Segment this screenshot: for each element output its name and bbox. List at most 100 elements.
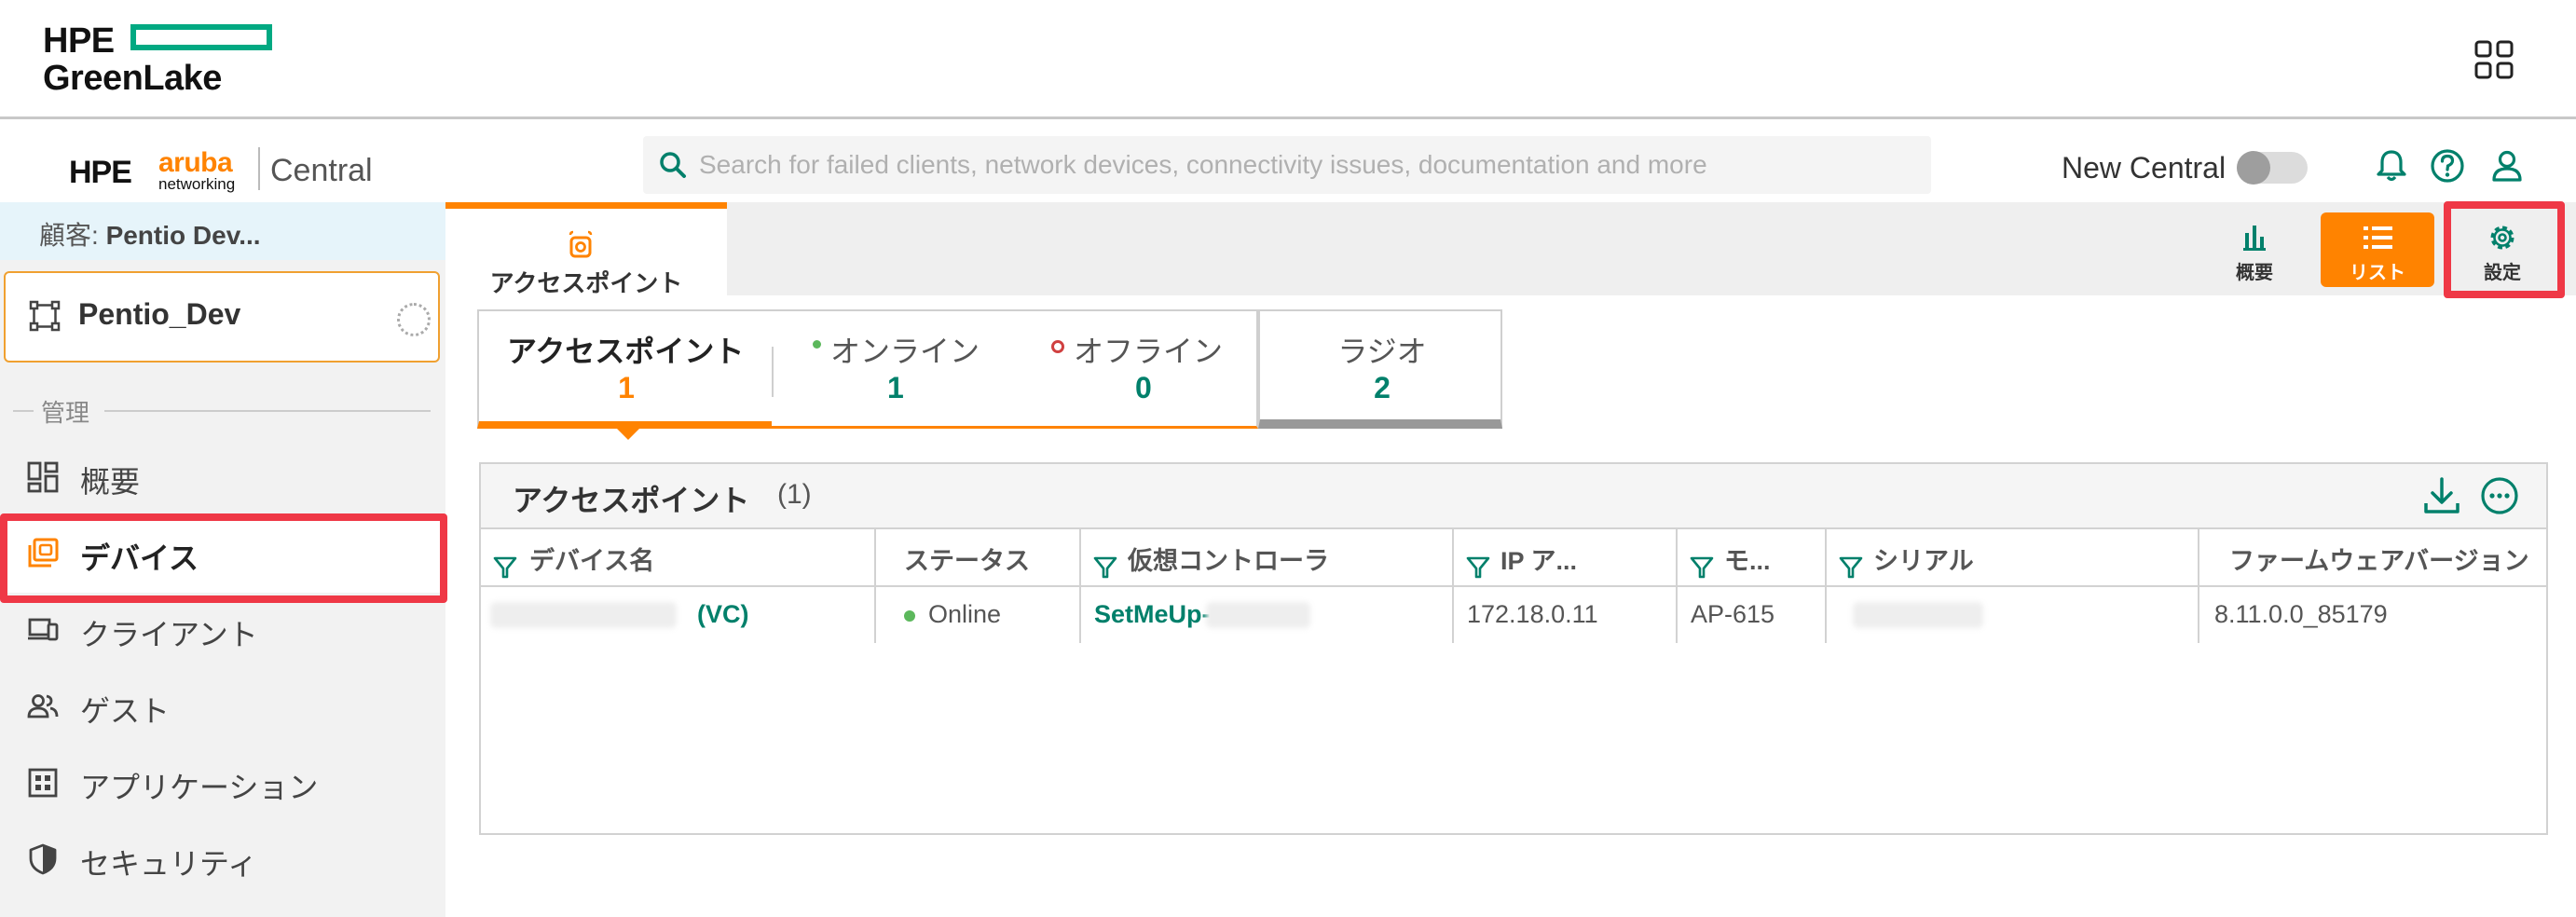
status-value: Online [904, 600, 1001, 629]
card-ap-count: 1 [618, 371, 635, 404]
online-label-text: オンライン [830, 335, 980, 368]
global-search[interactable] [643, 136, 1931, 194]
sidebar-item-overview[interactable]: 概要 [0, 440, 445, 516]
help-icon[interactable] [2429, 147, 2466, 185]
brand-networking: networking [158, 175, 236, 193]
model-value: AP-615 [1691, 600, 1775, 628]
clients-icon [28, 618, 59, 641]
active-card-pointer [613, 425, 643, 440]
card-radio-label: ラジオ [1337, 335, 1427, 368]
view-list-label: リスト [2350, 263, 2405, 283]
tab-access-points[interactable]: アクセスポイント [445, 202, 727, 297]
firmware-value: 8.11.0.0_85179 [2214, 600, 2388, 628]
section-divider-right [104, 410, 431, 412]
security-shield-icon [29, 843, 57, 875]
device-type-tabbar [445, 202, 2576, 295]
panel-header: アクセスポイント (1) [481, 464, 2546, 529]
table-header-row: デバイス名 ステータス 仮想コントローラ IP ア... モ... シリアル フ… [481, 529, 2546, 587]
access-point-icon [569, 230, 593, 258]
sidebar-item-label: デバイス [80, 541, 199, 575]
customer-label: 顧客: Pentio Dev... [39, 215, 261, 253]
group-selector[interactable]: Pentio_Dev [4, 271, 440, 363]
new-central-toggle[interactable] [2237, 151, 2308, 185]
download-icon[interactable] [2421, 475, 2462, 516]
notifications-bell-icon[interactable] [2373, 147, 2410, 185]
group-nodes-icon [29, 300, 61, 332]
sidebar-item-devices[interactable]: デバイス [0, 516, 445, 593]
sidebar-item-guests[interactable]: ゲスト [0, 669, 445, 746]
search-icon [660, 152, 686, 178]
view-list-button[interactable]: リスト [2321, 212, 2434, 287]
column-header-label: ファームウェアバージョン [2229, 547, 2529, 575]
card-offline-count: 0 [1135, 371, 1152, 404]
app-launcher-icon[interactable] [2473, 39, 2514, 80]
greenlake-logo-line1: HPE [43, 21, 115, 61]
sidebar-item-security[interactable]: セキュリティ [0, 822, 445, 898]
sidebar-item-label: アプリケーション [80, 771, 319, 804]
sidebar-item-clients[interactable]: クライアント [0, 593, 445, 669]
column-header-device-name[interactable]: デバイス名 [481, 529, 876, 587]
sidebar-item-label: クライアント [80, 618, 258, 651]
customer-prefix: 顧客: [39, 221, 106, 250]
column-header-label: ステータス [904, 547, 1030, 575]
search-input[interactable] [699, 136, 1911, 194]
product-name: Central [270, 153, 373, 188]
more-options-icon[interactable] [2479, 475, 2520, 516]
column-header-ip-address[interactable]: IP ア... [1454, 529, 1678, 587]
new-central-label: New Central [2062, 151, 2227, 185]
hpe-greenlake-logo[interactable]: HPE GreenLake [43, 21, 272, 98]
settings-button[interactable]: 設定 [2446, 212, 2559, 287]
cell-serial [1827, 587, 2199, 643]
card-radios[interactable]: ラジオ 2 [1258, 309, 1502, 429]
column-header-status[interactable]: ステータス [876, 529, 1081, 587]
greenlake-logo-line2: GreenLake [43, 59, 222, 98]
list-icon [2364, 226, 2392, 249]
filter-funnel-icon[interactable] [492, 554, 518, 580]
gear-icon [2490, 226, 2514, 250]
column-header-model[interactable]: モ... [1678, 529, 1827, 587]
card-offline-label: オフライン [1051, 328, 1223, 371]
column-header-serial[interactable]: シリアル [1827, 529, 2199, 587]
table-row[interactable]: (VC) Online SetMeUp- 172.18.0.11 AP-615 … [481, 587, 2546, 643]
sidebar-item-applications[interactable]: アプリケーション [0, 746, 445, 822]
status-divider [772, 347, 774, 397]
filter-funnel-icon[interactable] [1092, 554, 1118, 580]
devices-icon [28, 538, 59, 568]
card-access-points[interactable]: アクセスポイント 1 [477, 309, 772, 429]
tab-access-points-label: アクセスポイント [489, 269, 683, 297]
device-name-suffix[interactable]: (VC) [697, 600, 749, 628]
card-online-offline[interactable]: オンライン 1 オフライン 0 [772, 309, 1258, 429]
loading-spinner-icon [397, 303, 431, 336]
column-header-firmware[interactable]: ファームウェアバージョン [2199, 529, 2546, 587]
dashboard-grid-icon [27, 461, 59, 493]
online-dot-icon [813, 340, 821, 349]
cell-virtual-controller[interactable]: SetMeUp- [1081, 587, 1454, 643]
redacted-controller-suffix [1206, 602, 1310, 628]
settings-label: 設定 [2484, 263, 2521, 283]
cell-model: AP-615 [1678, 587, 1827, 643]
cell-ip-address: 172.18.0.11 [1454, 587, 1678, 643]
customer-selector[interactable]: 顧客: Pentio Dev... [0, 202, 445, 260]
filter-funnel-icon[interactable] [1838, 554, 1864, 580]
brand-hpe: HPE [69, 155, 132, 190]
view-summary-label: 概要 [2236, 263, 2273, 283]
toggle-knob [2237, 151, 2270, 185]
filter-funnel-icon[interactable] [1465, 554, 1491, 580]
sidebar-item-label: セキュリティ [80, 847, 258, 881]
virtual-controller-link[interactable]: SetMeUp- [1094, 600, 1211, 628]
guests-icon [27, 694, 59, 719]
cell-status: Online [876, 587, 1081, 643]
redacted-serial [1853, 602, 1983, 628]
cell-firmware: 8.11.0.0_85179 [2199, 587, 2546, 643]
user-profile-icon[interactable] [2488, 147, 2526, 185]
logo-divider [258, 147, 260, 190]
applications-icon [28, 768, 58, 798]
brand-aruba: aruba [158, 147, 233, 178]
panel-title: アクセスポイント [513, 484, 750, 517]
cell-device-name[interactable]: (VC) [481, 587, 876, 643]
card-radio-count: 2 [1374, 371, 1391, 404]
access-points-table-panel: アクセスポイント (1) デバイス名 ステータス 仮想コントローラ IP ア.. [479, 462, 2548, 835]
view-summary-button[interactable]: 概要 [2198, 212, 2311, 287]
column-header-virtual-controller[interactable]: 仮想コントローラ [1081, 529, 1454, 587]
filter-funnel-icon[interactable] [1689, 554, 1715, 580]
